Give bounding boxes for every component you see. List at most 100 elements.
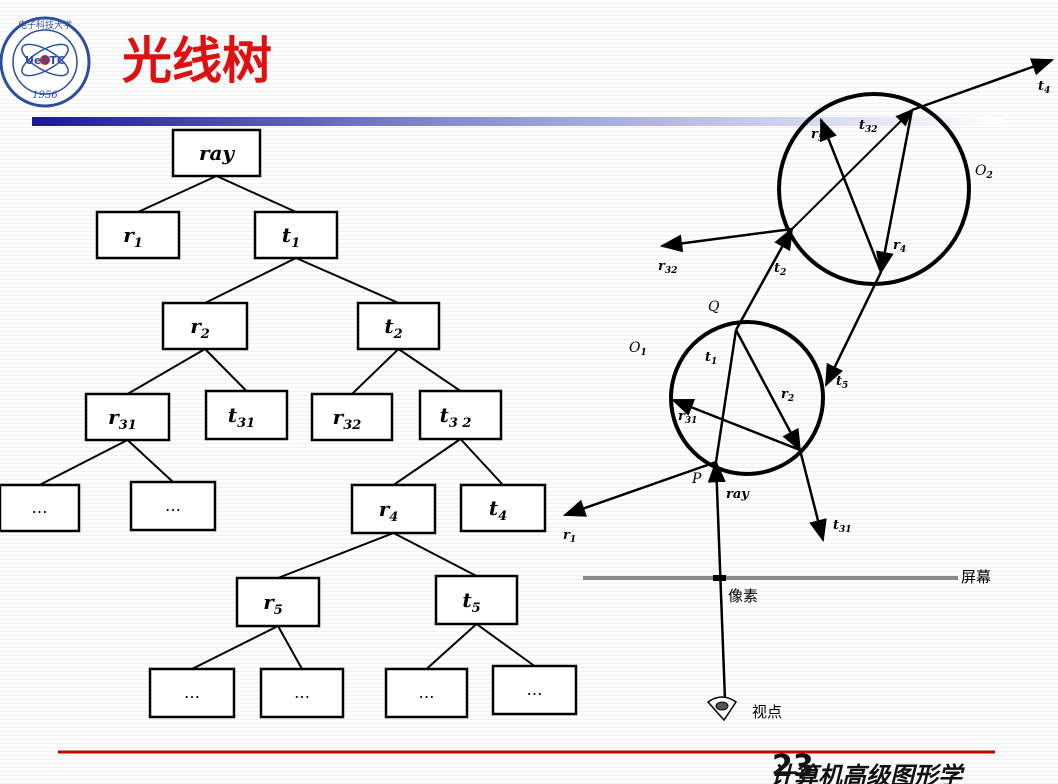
scene-label-r1: r1 [563,528,576,545]
tree-edge-ray-r1 [137,175,217,213]
node-ellipsis: … [184,683,200,702]
tree-node-d3: … [148,667,236,719]
node-subscript: 2 [200,327,210,342]
tree-edge-t1-r2 [204,257,297,304]
tree-edge-r31-d2 [126,439,174,483]
node-subscript: 5 [472,601,481,616]
eye-icon [706,696,738,722]
scene-label-r4: r4 [893,238,906,255]
node-subscript: 31 [119,418,137,433]
ray-scene [562,58,1055,722]
node-subscript: 5 [274,603,283,618]
tree-node-r31: r31 [84,392,171,442]
tree-edge-t5-d6 [475,623,536,667]
ray-t4 [911,58,1055,112]
scene-label-subscript: 32 [665,266,678,276]
scene-label-r5: r5 [811,127,824,144]
ray-t1 [714,329,738,463]
node-label: ray [199,141,235,165]
node-subscript: 4 [389,510,398,525]
ray-r32 [659,227,793,253]
tree-edge-r2-t31 [204,348,248,392]
slide-title: 光线树 [122,32,272,90]
tree-node-d4: … [259,667,345,719]
tree-edge-t2-t32 [397,348,462,392]
ray-t31 [798,449,827,543]
node-ellipsis: … [419,683,435,702]
ray-r4 [875,109,914,275]
scene-label-subscript: 1 [711,357,717,367]
tree-edge-t2-r32 [351,348,400,395]
tree-edge-t32-t4 [459,438,504,486]
ray-t5 [824,271,883,388]
node-ellipsis: … [294,683,310,702]
university-logo: UeSTC 电子科技大学 1956 [0,16,91,108]
scene-label-p: P [691,471,702,487]
tree-node-d2: … [129,480,217,532]
tree-node-r1: r1 [95,210,181,260]
tree-edge-r5-d4 [277,625,303,670]
title-banner [32,117,1002,126]
ray-r5 [819,117,883,273]
node-subscript: 4 [498,509,507,524]
viewpoint-label: 视点 [752,703,782,721]
tree-edge-t1-t2 [295,257,399,304]
tree-edge-r2-r31 [126,348,206,395]
tree-node-t4: t4 [459,483,547,533]
node-subscript: 1 [134,236,143,251]
scene-label-subscript: 2 [779,268,786,278]
ray-r2 [734,329,802,452]
scene-label-subscript: 31 [685,416,698,426]
scene-label-subscript: 4 [1044,86,1050,96]
node-ellipsis: … [165,496,181,515]
tree-node-t31: t31 [204,389,289,441]
footer-course-title: 计算机高级图形学 [770,761,965,784]
node-subscript: 32 [343,418,361,433]
node-subscript: 1 [291,236,300,251]
scene-label-subscript: 4 [900,245,906,255]
ray-t32 [791,108,914,230]
tree-edges [39,175,536,670]
logo-motto: 电子科技大学 [18,19,72,31]
tree-node-d6: … [491,664,578,716]
node-subscript: 31 [237,416,255,431]
tree-node-t1: t1 [253,210,339,260]
scene-label-q: Q [708,299,720,315]
pixel-label: 像素 [728,587,758,605]
scene-label-subscript: 1 [640,348,646,358]
tree-edge-r31-d1 [39,439,128,486]
sphere-o1 [669,320,825,476]
tree-node-r32: r32 [310,392,394,442]
scene-label-subscript: 5 [842,381,848,391]
scene-label-t2: t2 [774,261,786,278]
primary-ray [707,459,727,701]
ray-t2 [734,227,794,331]
scene-label-r31: r31 [678,409,697,426]
tree-node-t5: t5 [434,574,519,626]
scene-label-subscript: 31 [839,525,852,535]
tree-node-t32: t3 2 [418,389,503,441]
screen-label: 屏幕 [961,568,991,586]
scene-label-subscript: 2 [787,394,794,404]
logo-abbr: UeSTC [25,54,65,67]
tree-edge-r4-t5 [393,532,477,577]
scene-label-t4: t4 [1038,79,1050,96]
node-subscript: 2 [393,327,403,342]
scene-label-o1: O1 [629,340,647,358]
node-ellipsis: … [32,498,48,517]
logo-year: 1956 [32,90,58,101]
scene-label-t1: t1 [705,350,717,367]
scene-label-subscript: 1 [570,535,576,545]
scene-label-subscript: 2 [985,171,992,181]
tree-node-ray: ray [171,128,262,178]
scene-label-o2: O2 [975,163,993,181]
ray-r1 [562,460,717,517]
node-subscript: 3 2 [449,416,472,431]
scene-label-t31: t31 [833,518,852,535]
tree-node-t2: t2 [356,301,441,351]
ray-r31 [670,398,801,452]
tree-node-d5: … [384,667,469,719]
tree-edge-ray-t1 [216,175,297,213]
